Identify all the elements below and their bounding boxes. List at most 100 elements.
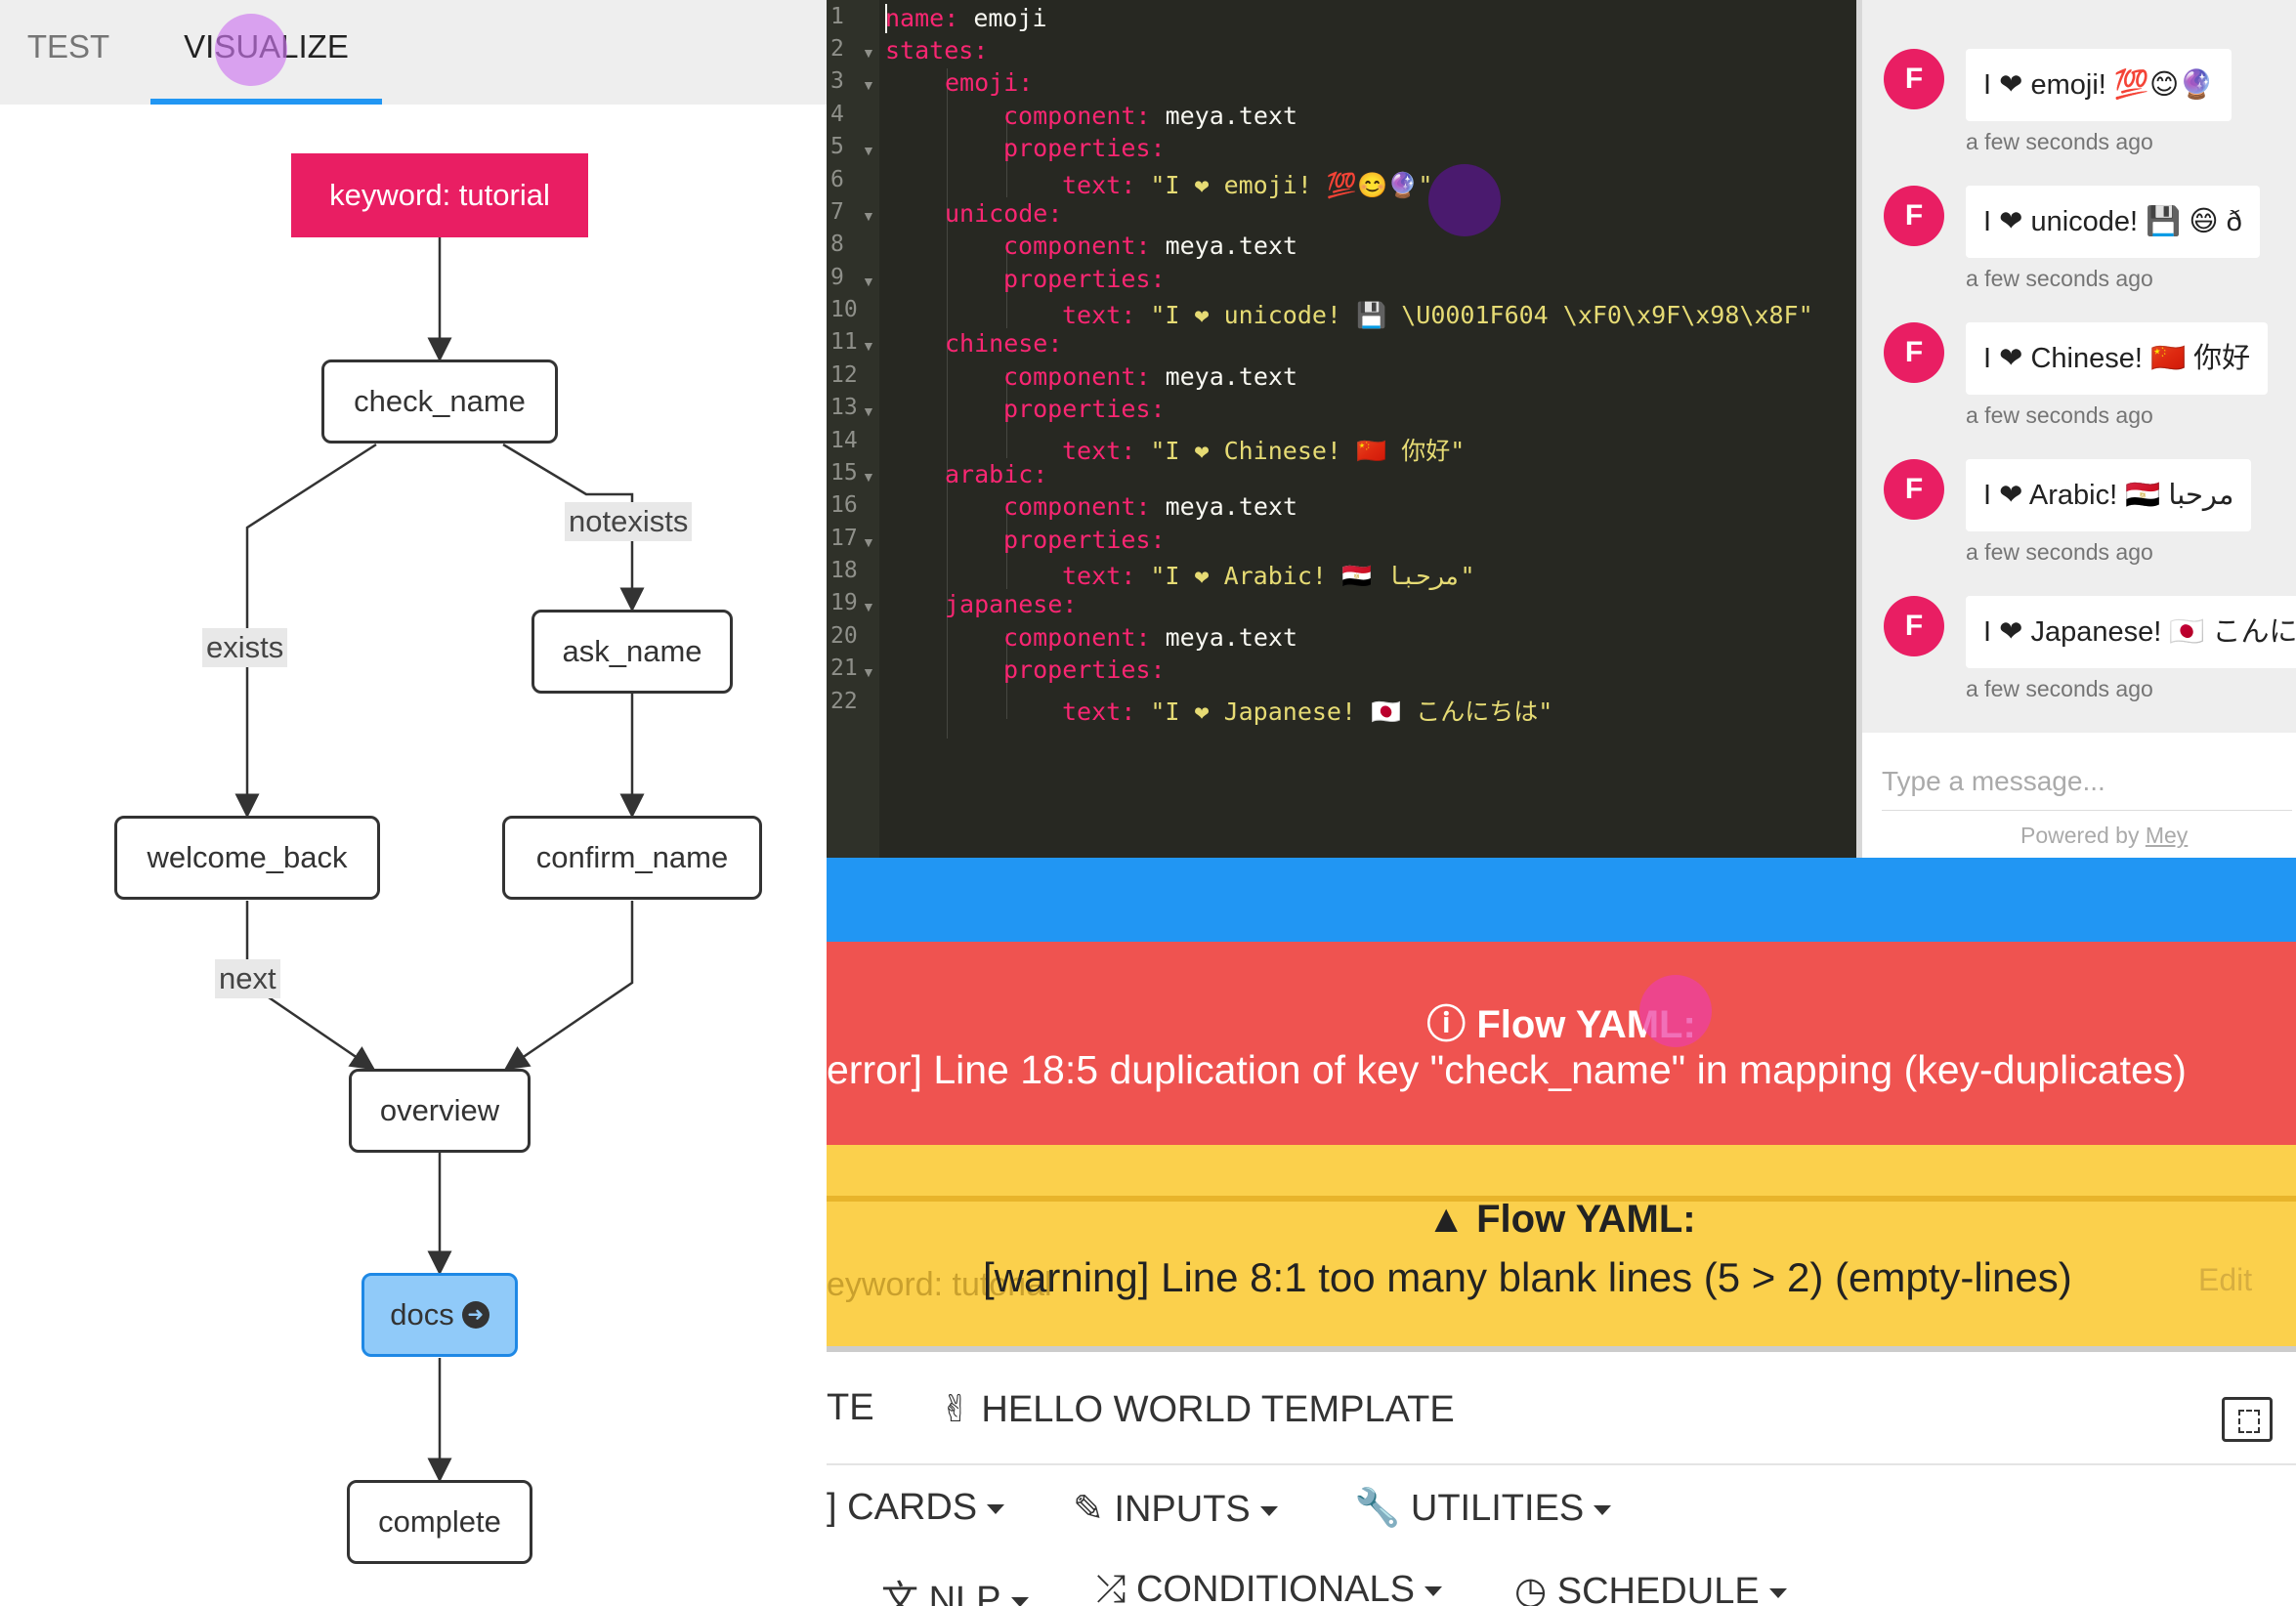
chat-message: F I ❤ emoji! 💯😊🔮 a few seconds ago [1862, 49, 2296, 176]
node-complete[interactable]: complete [347, 1480, 532, 1564]
cards-menu[interactable]: ] CARDS [827, 1487, 1005, 1529]
fold-arrow-icon[interactable]: ▼ [862, 664, 875, 680]
wrench-icon: 🔧 [1354, 1488, 1401, 1529]
code-line: properties: [1003, 265, 1166, 293]
schedule-menu[interactable]: ◷ SCHEDULE [1514, 1569, 1787, 1606]
node-confirm_name[interactable]: confirm_name [502, 816, 762, 900]
chat-input-area: Powered by Mey [1862, 733, 2296, 858]
error-title: ⓘ Flow YAML: [827, 993, 2296, 1049]
clock-icon: ◷ [1514, 1571, 1548, 1606]
code-line: chinese: [945, 329, 1063, 358]
node-ask_name[interactable]: ask_name [531, 610, 733, 694]
message-bubble: I ❤ Arabic! 🇪🇬 مرحبا [1966, 459, 2252, 531]
avatar: F [1884, 49, 1944, 109]
trigger-node[interactable]: keyword: tutorial [291, 153, 588, 237]
edge-label-notexists: notexists [565, 502, 693, 541]
line-number: 6 [830, 167, 844, 192]
fullscreen-icon[interactable] [2222, 1397, 2273, 1442]
code-line: text: "I ❤ Arabic! 🇪🇬 مرحبا" [1062, 562, 1475, 590]
chat-message: F I ❤ Japanese! 🇯🇵 こんにち a few seconds ag… [1862, 596, 2296, 723]
code-line: text: "I ❤ Japanese! 🇯🇵 こんにちは" [1062, 697, 1553, 726]
code-line: component: meya.text [1003, 362, 1298, 391]
line-number: 21 [830, 655, 858, 681]
message-timestamp: a few seconds ago [1966, 129, 2153, 154]
fold-arrow-icon[interactable]: ▼ [862, 599, 875, 614]
code-line: component: meya.text [1003, 623, 1298, 652]
edge-check_name-ask_name [502, 443, 645, 613]
message-input[interactable] [1882, 752, 2292, 811]
message-bubble: I ❤ Japanese! 🇯🇵 こんにち [1966, 596, 2296, 668]
avatar: F [1884, 322, 1944, 383]
fold-arrow-icon[interactable]: ▼ [862, 45, 875, 61]
template-row: TE ✌ HELLO WORLD TEMPLATE [827, 1352, 2296, 1465]
fold-arrow-icon[interactable]: ▼ [862, 338, 875, 354]
warning-title: ▲ Flow YAML: [827, 1198, 2296, 1242]
fold-arrow-icon[interactable]: ▼ [862, 403, 875, 419]
message-bubble: I ❤ Chinese! 🇨🇳 你好 [1966, 322, 2269, 395]
error-banner: ⓘ Flow YAML: error] Line 18:5 duplicatio… [827, 942, 2296, 1145]
fold-arrow-icon[interactable]: ▼ [862, 77, 875, 93]
code-line: emoji: [945, 68, 1034, 97]
fold-arrow-icon[interactable]: ▼ [862, 143, 875, 158]
code-line: japanese: [945, 590, 1078, 618]
node-docs[interactable]: docs ➜ [361, 1273, 518, 1357]
tab-test[interactable]: TEST [26, 28, 110, 64]
chat-message: F I ❤ Chinese! 🇨🇳 你好 a few seconds ago [1862, 322, 2296, 449]
line-number: 5 [830, 134, 844, 159]
avatar: F [1884, 596, 1944, 656]
hello-world-template-button[interactable]: ✌ HELLO WORLD TEMPLATE [940, 1387, 1455, 1431]
schedule-label: SCHEDULE [1556, 1571, 1760, 1606]
alert-circle-icon: ⓘ [1426, 1003, 1467, 1046]
fold-arrow-icon[interactable]: ▼ [862, 208, 875, 224]
edge-label-exists: exists [202, 628, 288, 667]
node-docs-label: docs [390, 1297, 454, 1331]
indent-guide [947, 68, 948, 739]
node-welcome_back[interactable]: welcome_back [114, 816, 380, 900]
line-number: 7 [830, 199, 844, 225]
template-button-partial[interactable]: TE [827, 1387, 874, 1428]
fold-arrow-icon[interactable]: ▼ [862, 534, 875, 550]
edge-label-next: next [215, 959, 280, 998]
flow-visualizer-panel: TEST VISUALIZE keyword: tutorial check_n… [0, 0, 827, 1606]
warning-triangle-icon: ▲ [1426, 1198, 1466, 1241]
powered-by-link[interactable]: Mey [2145, 823, 2189, 848]
inputs-menu[interactable]: ✎ INPUTS [1073, 1487, 1278, 1531]
edge-check_name-welcome_back [234, 443, 377, 819]
edge-confirm_name-overview [503, 901, 634, 1071]
code-line: component: meya.text [1003, 102, 1298, 130]
indent-guide [1006, 242, 1007, 328]
line-number: 19 [830, 590, 858, 615]
cards-icon: ] [827, 1487, 837, 1528]
indent-guide [1006, 503, 1007, 589]
warning-title-text: Flow YAML: [1476, 1198, 1696, 1241]
line-number: 16 [830, 492, 858, 518]
conditionals-menu[interactable]: ⤮ CONDITIONALS [1096, 1569, 1443, 1606]
edit-link[interactable]: Edit [2198, 1262, 2253, 1297]
line-number: 12 [830, 362, 858, 388]
node-overview[interactable]: overview [349, 1069, 531, 1153]
node-check_name[interactable]: check_name [321, 359, 558, 444]
line-number: 2 [830, 36, 844, 62]
utilities-label: UTILITIES [1410, 1488, 1585, 1529]
code-line: arabic: [945, 460, 1048, 488]
flow-edges [234, 237, 645, 1483]
arrow-circle-right-icon: ➜ [461, 1301, 489, 1329]
hello-world-template-label: HELLO WORLD TEMPLATE [981, 1389, 1455, 1430]
translate-icon: 文 [881, 1580, 919, 1606]
cards-label: CARDS [847, 1487, 978, 1528]
caret-down-icon [1010, 1596, 1029, 1606]
message-timestamp: a few seconds ago [1966, 676, 2153, 701]
message-timestamp: a few seconds ago [1966, 266, 2153, 291]
fold-arrow-icon[interactable]: ▼ [862, 274, 875, 289]
utilities-menu[interactable]: 🔧 UTILITIES [1354, 1487, 1612, 1530]
fold-arrow-icon[interactable]: ▼ [862, 469, 875, 485]
message-timestamp: a few seconds ago [1966, 402, 2153, 428]
code-line: component: meya.text [1003, 232, 1298, 260]
nlp-menu[interactable]: 文 NLP [881, 1569, 1029, 1606]
line-number: 15 [830, 460, 858, 486]
text-cursor [885, 4, 887, 33]
code-line: unicode: [945, 199, 1063, 228]
yaml-code-editor[interactable]: 1 2 3 4 5 6 7 8 9 10 11 12 13 14 15 16 1… [827, 0, 1856, 858]
indent-guide [1006, 111, 1007, 197]
avatar: F [1884, 459, 1944, 520]
